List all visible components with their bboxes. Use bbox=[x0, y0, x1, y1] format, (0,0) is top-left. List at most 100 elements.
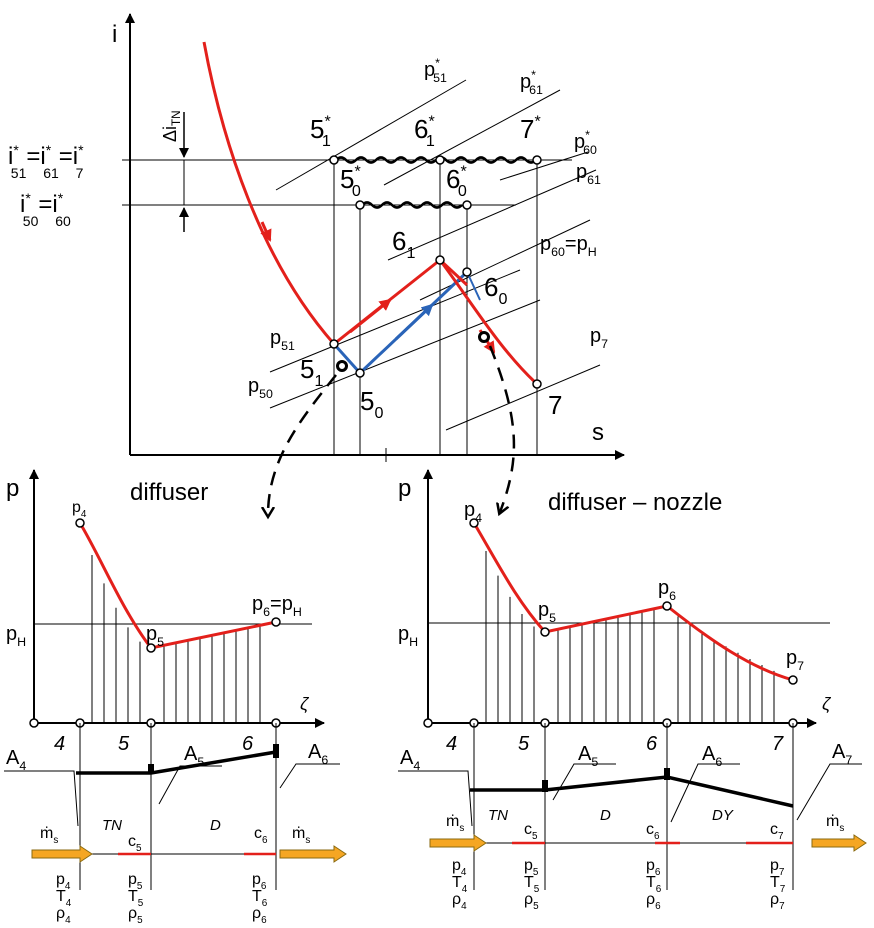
left-p4-label: p4 bbox=[72, 499, 87, 520]
point-label-5-0: 50 bbox=[360, 386, 383, 422]
right-diffuser-nozzle-diagram: p ζ diffuser – nozzle pH p4 p5 p6 p7 4 5 6 7A4 A5… bbox=[398, 469, 867, 912]
right-outflow-arrow bbox=[811, 834, 867, 852]
left-param-ρ-6: ρ6 bbox=[252, 905, 267, 926]
right-station-7: 7 bbox=[772, 733, 784, 755]
right-param-ρ-7: ρ7 bbox=[770, 891, 785, 912]
isobars bbox=[122, 79, 601, 462]
right-param-T-4: T4 bbox=[452, 874, 468, 895]
point-label-6-1-star: 6*1 bbox=[414, 112, 435, 150]
is-diagram: i s Δi bbox=[8, 13, 625, 515]
left-c5-label: c5 bbox=[128, 833, 142, 854]
left-mdot-in: ṁs bbox=[40, 825, 58, 846]
wavy-line-low bbox=[361, 201, 463, 209]
right-param-ρ-6: ρ6 bbox=[646, 891, 661, 912]
right-param-ρ-4: ρ4 bbox=[452, 891, 467, 912]
point-label-5-1: 51 bbox=[300, 354, 323, 390]
right-inflow-arrow bbox=[429, 834, 487, 852]
right-p-axis-label: p bbox=[398, 475, 411, 502]
right-zone-TN: TN bbox=[488, 807, 508, 824]
right-A4-label: A4 bbox=[400, 747, 420, 773]
right-c7-label: c7 bbox=[770, 821, 784, 842]
point-label-5-0-star: 5*0 bbox=[340, 162, 361, 200]
left-zeta-axis-label: ζ bbox=[300, 694, 310, 714]
dashed-connector-right bbox=[488, 345, 516, 512]
left-area-line bbox=[76, 750, 277, 775]
left-zone-D: D bbox=[210, 817, 221, 834]
isobar-label-p7: p7 bbox=[590, 325, 608, 351]
right-station-6: 6 bbox=[646, 733, 658, 755]
right-param-p-7: p7 bbox=[770, 857, 785, 878]
left-zone-TN: TN bbox=[102, 817, 122, 834]
point-label-6-0: 60 bbox=[484, 272, 507, 308]
left-param-ρ-4: ρ4 bbox=[56, 905, 71, 926]
point-label-7: 7 bbox=[548, 390, 562, 420]
left-A5-label: A5 bbox=[184, 743, 204, 769]
left-pH-label: pH bbox=[6, 623, 26, 649]
left-param-ρ-5: ρ5 bbox=[128, 905, 143, 926]
isobar-label-p60-star: p*60 bbox=[574, 128, 597, 157]
isobar-label-p60-pH: p60=pH bbox=[540, 233, 597, 259]
right-zone-DY: DY bbox=[712, 807, 734, 824]
right-param-p-6: p6 bbox=[646, 857, 661, 878]
left-param-p-5: p5 bbox=[128, 871, 143, 892]
isobar-label-p61-star: p*61 bbox=[520, 68, 543, 97]
right-p4-label: p4 bbox=[464, 499, 482, 525]
point-label-6-1: 61 bbox=[392, 226, 415, 262]
state-points bbox=[329, 155, 542, 389]
isobar-label-p51: p51 bbox=[270, 327, 295, 353]
right-mdot-in: ṁs bbox=[446, 813, 464, 834]
left-param-p-4: p4 bbox=[56, 871, 71, 892]
left-station-4: 4 bbox=[54, 733, 65, 755]
left-param-p-6: p6 bbox=[252, 871, 267, 892]
right-mdot-out: ṁs bbox=[826, 813, 844, 834]
right-param-T-7: T7 bbox=[770, 874, 786, 895]
left-c6-label: c6 bbox=[254, 825, 268, 846]
i-axis-label: i bbox=[112, 21, 117, 48]
left-outflow-arrow bbox=[279, 845, 347, 863]
right-area-line bbox=[470, 775, 794, 808]
right-param-ρ-5: ρ5 bbox=[524, 891, 539, 912]
delta-i-tn-label: ΔiTN bbox=[160, 110, 183, 142]
left-A6-label: A6 bbox=[308, 741, 328, 767]
right-title: diffuser – nozzle bbox=[548, 489, 722, 516]
dashed-connector-left bbox=[268, 374, 337, 515]
left-param-T-6: T6 bbox=[252, 888, 268, 909]
right-A7-label: A7 bbox=[832, 741, 852, 767]
point-label-7-star: 7* bbox=[520, 112, 541, 144]
isobar-label-p61: p61 bbox=[576, 161, 601, 187]
right-station-4: 4 bbox=[446, 733, 457, 755]
left-mdot-out: ṁs bbox=[292, 825, 310, 846]
left-title: diffuser bbox=[130, 479, 208, 506]
process-red-6-7 bbox=[438, 259, 539, 386]
isobar-label-p50: p50 bbox=[248, 375, 273, 401]
point-label-5-1-star: 5*1 bbox=[310, 112, 331, 150]
left-p5-label: p5 bbox=[146, 623, 164, 649]
right-param-T-5: T5 bbox=[524, 874, 540, 895]
s-axis-label: s bbox=[592, 419, 604, 446]
right-A6-label: A6 bbox=[702, 743, 722, 769]
left-pressure-curve bbox=[78, 522, 277, 650]
right-param-p-4: p4 bbox=[452, 857, 467, 878]
level-high-label: i*51=i*61=i*7 bbox=[8, 142, 84, 181]
right-A5-label: A5 bbox=[578, 743, 598, 769]
point-label-6-0-star: 6*0 bbox=[446, 162, 467, 200]
expansion-curve bbox=[202, 41, 336, 345]
right-param-T-6: T6 bbox=[646, 874, 662, 895]
right-p7-label: p7 bbox=[786, 647, 804, 673]
right-c6-label: c6 bbox=[646, 821, 660, 842]
right-p5-label: p5 bbox=[538, 599, 556, 625]
right-pH-label: pH bbox=[398, 623, 418, 649]
left-p-axis-label: p bbox=[6, 475, 19, 502]
left-param-T-4: T4 bbox=[56, 888, 72, 909]
left-param-T-5: T5 bbox=[128, 888, 144, 909]
level-low-label: i*50=i*60 bbox=[20, 190, 71, 229]
left-station-6: 6 bbox=[242, 733, 254, 755]
right-c5-label: c5 bbox=[524, 821, 538, 842]
right-p6-label: p6 bbox=[658, 577, 676, 603]
right-zeta-axis-label: ζ bbox=[822, 694, 832, 714]
right-station-5: 5 bbox=[518, 733, 530, 755]
left-A4-label: A4 bbox=[6, 747, 26, 773]
left-p6-pH-label: p6=pH bbox=[252, 593, 302, 619]
